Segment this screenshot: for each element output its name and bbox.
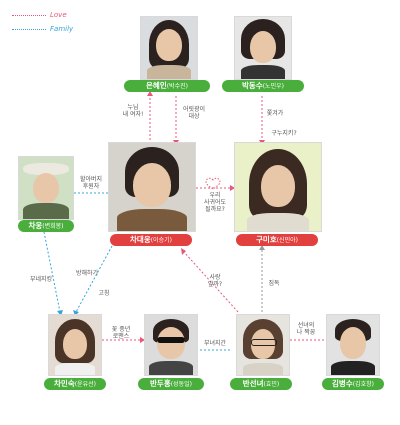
photo-chadaewoong [108, 142, 196, 232]
photo-chaminsuk [48, 314, 102, 376]
relation-label-r11: 짐독 [268, 280, 280, 287]
actor-bakdongsu: (노민우) [262, 83, 284, 90]
legend-family-swatch [12, 28, 46, 30]
love-line-bansunnyeo-chadaewoong [183, 251, 239, 313]
heart-icon [205, 177, 221, 190]
name-label-bandoohong: 반두홍(성동일) [138, 378, 204, 390]
actor-chadaewoong: (이승기) [150, 237, 172, 244]
name-label-chaminsuk: 차민숙(윤유선) [44, 378, 106, 390]
legend-family: Family [12, 22, 73, 36]
name-label-gumiho: 구미호(신민아) [236, 234, 318, 246]
actor-bandoohong: (성동일) [170, 381, 192, 388]
legend-love-swatch [12, 14, 46, 16]
relation-label-r14: 선녀의 나 짝꿍 [296, 322, 316, 336]
relation-label-r10: 사랑 앞까? [207, 274, 223, 288]
relation-label-r7: 부네지킹 [29, 276, 53, 283]
actor-eunhyein: (박수진) [166, 83, 188, 90]
arrow-head [181, 248, 186, 255]
relation-label-r1: 누님 내 여자! [122, 104, 144, 118]
actor-chaminsuk: (윤유선) [74, 381, 96, 388]
photo-eunhyein [140, 16, 198, 80]
arrow-head [140, 337, 145, 343]
name-label-eunhyein: 은혜인(박수진) [124, 80, 210, 92]
legend: Love Family [12, 8, 73, 36]
name-chaminsuk: 차민숙 [54, 379, 75, 388]
photo-bandoohong [144, 314, 198, 376]
actor-gumiho: (신민아) [276, 237, 298, 244]
actor-bansunnyeo: (효민) [263, 381, 280, 388]
photo-chawoong [18, 156, 74, 220]
name-bandoohong: 반두홍 [150, 379, 171, 388]
name-label-chawoong: 차웅(변희봉) [18, 220, 74, 232]
family-line-chadaewoong-chaminsuk [75, 245, 113, 313]
photo-gumiho [234, 142, 322, 232]
relation-label-r13: 부녀지간 [203, 340, 227, 347]
name-label-kimbyungsu: 김병수(김호창) [322, 378, 384, 390]
name-eunhyein: 은혜인 [146, 81, 167, 90]
actor-chawoong: (변희봉) [42, 223, 64, 230]
legend-love-label: Love [50, 11, 67, 19]
name-gumiho: 구미호 [256, 235, 277, 244]
name-label-chadaewoong: 차대웅(이승기) [110, 234, 192, 246]
family-line-chawoong-chaminsuk [43, 231, 61, 313]
photo-bansunnyeo [236, 314, 290, 376]
legend-family-label: Family [50, 25, 74, 33]
relation-label-r9: 고칭 [98, 290, 110, 297]
relation-label-r3: 쫓겨가 [266, 110, 284, 117]
arrow-head [259, 245, 265, 250]
relation-label-r6: 우리 사귀어도 될까요? [203, 192, 227, 213]
name-chawoong: 차웅 [28, 221, 43, 230]
relation-label-r4: 구누지키? [271, 130, 297, 137]
name-bansunnyeo: 반선녀 [242, 379, 264, 388]
relation-label-r8: 방해하기 [75, 270, 99, 277]
name-label-bansunnyeo: 반선녀(효민) [230, 378, 292, 390]
relation-label-r5: 할아버지 후원자 [79, 176, 103, 190]
relation-label-r12: 꽃 중년 로맨스 [111, 326, 131, 340]
relation-label-r2: 어릿광이 대상 [182, 106, 206, 120]
photo-kimbyungsu [326, 314, 380, 376]
name-bakdongsu: 박동수 [242, 81, 263, 90]
name-chadaewoong: 차대웅 [130, 235, 151, 244]
actor-kimbyungsu: (김호창) [352, 381, 374, 388]
name-kimbyungsu: 김병수 [332, 379, 353, 388]
name-label-bakdongsu: 박동수(노민우) [222, 80, 304, 92]
legend-love: Love [12, 8, 73, 22]
arrow-head [230, 185, 235, 191]
photo-bakdongsu [234, 16, 292, 80]
arrow-head [147, 91, 153, 96]
